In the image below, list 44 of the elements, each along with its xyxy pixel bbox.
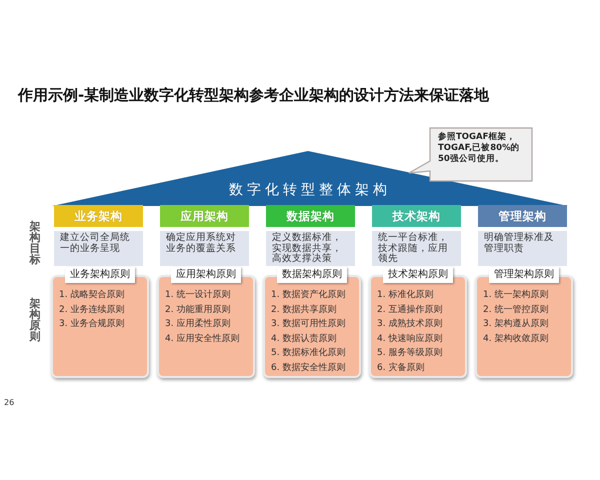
column-header: 管理架构 <box>478 205 567 227</box>
principle-item: 6. 数据安全性原则 <box>271 362 346 374</box>
roof-title: 数字化转型整体架构 <box>229 182 391 198</box>
principle-item: 2. 互通操作原则 <box>377 304 442 316</box>
principle-item: 3. 数据可用性原则 <box>271 318 346 331</box>
principle-item: 2. 数据共享原则 <box>271 304 336 316</box>
page-number: 26 <box>4 398 14 407</box>
column-header: 业务架构 <box>54 205 143 227</box>
goal-panel: 建立公司全局统一的业务呈现 <box>54 231 143 266</box>
principle-item: 1. 战略契合原则 <box>59 288 124 302</box>
callout-text: 参照TOGAF框架，TOGAF,已被80%的50强公司使用。 <box>438 132 521 165</box>
principle-item: 4. 架构收敛原则 <box>483 332 548 346</box>
principle-item: 5. 数据标准化原则 <box>271 346 346 360</box>
principle-item: 3. 应用柔性原则 <box>165 318 230 331</box>
column-header: 技术架构 <box>372 205 461 227</box>
principle-heading: 技术架构原则 <box>383 267 453 283</box>
row-label: 架构原则 <box>29 298 41 342</box>
principle-heading: 管理架构原则 <box>489 267 559 283</box>
column-header: 应用架构 <box>160 205 249 227</box>
principle-item: 1. 统一设计原则 <box>165 288 230 302</box>
principle-heading: 应用架构原则 <box>171 267 241 283</box>
principle-item: 3. 成熟技术原则 <box>377 318 442 331</box>
principle-item: 1. 统一架构原则 <box>483 288 548 302</box>
principle-item: 1. 数据资产化原则 <box>271 288 346 302</box>
principle-item: 4. 数据认责原则 <box>271 332 336 346</box>
goal-panel: 统一平台标准，技术跟随，应用领先 <box>372 231 461 266</box>
column-header: 数据架构 <box>266 205 355 227</box>
principle-item: 4. 应用安全性原则 <box>165 332 240 346</box>
principle-item: 4. 快速响应原则 <box>377 332 442 346</box>
principle-item: 1. 标准化原则 <box>377 288 434 302</box>
principle-item: 3. 架构遵从原则 <box>483 318 548 331</box>
slide-title: 作用示例-某制造业数字化转型架构参考企业架构的设计方法来保证落地 <box>18 86 490 105</box>
principle-item: 2. 统一管控原则 <box>483 304 548 316</box>
principle-item: 3. 业务合规原则 <box>59 318 124 331</box>
principle-item: 5. 服务等级原则 <box>377 346 442 360</box>
goal-panel: 明确管理标准及管理职责 <box>478 231 567 266</box>
principle-item: 6. 灾备原则 <box>377 362 424 374</box>
goal-panel: 定义数据标准，实现数据共享，高效支撑决策 <box>266 231 355 266</box>
principle-heading: 业务架构原则 <box>65 267 135 283</box>
principle-heading: 数据架构原则 <box>277 267 347 283</box>
principle-item: 2. 功能重用原则 <box>165 304 230 316</box>
row-label: 架构目标 <box>29 221 41 265</box>
goal-panel: 确定应用系统对业务的覆盖关系 <box>160 231 249 266</box>
principle-item: 2. 业务连续原则 <box>59 304 124 316</box>
